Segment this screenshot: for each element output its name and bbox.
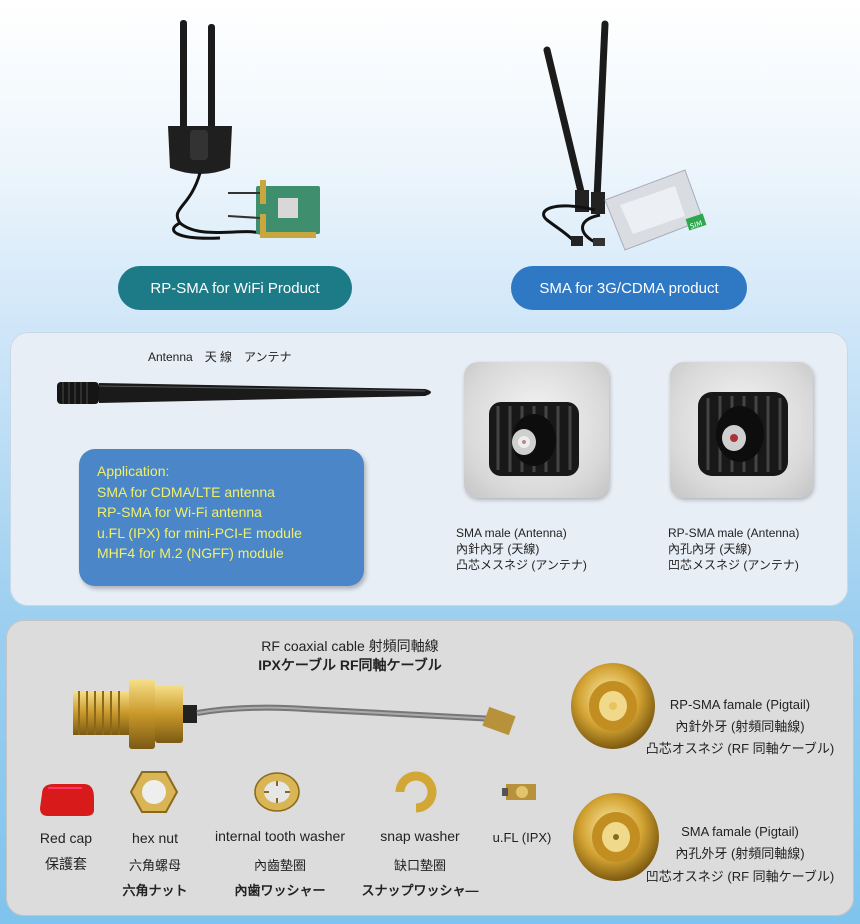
- sma-female-line1: SMA famale (Pigtail): [681, 824, 799, 839]
- cable-title-line1: RF coaxial cable 射頻同軸線: [261, 638, 439, 654]
- ufl-icon: [500, 776, 544, 806]
- antenna-title: Antenna 天 線 アンテナ: [148, 350, 292, 364]
- rpsma-female-line3: 凸芯オスネジ (RF 同軸ケーブル): [645, 741, 835, 756]
- rpsma-male-line2: 內孔內牙 (天線): [668, 542, 752, 556]
- snap-washer-ja: スナップワッシャ—: [361, 883, 479, 898]
- application-box: Application: SMA for CDMA/LTE antenna RP…: [79, 449, 364, 586]
- cdma-product-label: SMA for 3G/CDMA product: [511, 266, 747, 310]
- application-heading: Application:: [97, 463, 170, 479]
- rpsma-female-line2: 內針外牙 (射頻同軸線): [675, 719, 805, 734]
- sma-male-line3: 凸芯メスネジ (アンテナ): [456, 558, 587, 572]
- sma-female-photo: [570, 790, 662, 884]
- cdma-product-photo: SIM: [535, 20, 725, 252]
- red-cap-icon: [36, 780, 96, 818]
- hex-nut-zh: 六角螺母: [128, 858, 181, 873]
- hex-nut-ja: 六角ナット: [122, 883, 188, 898]
- rpsma-male-line1: RP-SMA male (Antenna): [668, 526, 800, 540]
- rf-cable-image: [65, 675, 535, 755]
- application-line: RP-SMA for Wi-Fi antenna: [97, 504, 262, 520]
- sma-male-line1: SMA male (Antenna): [456, 526, 567, 540]
- tooth-washer-ja: 內歯ワッシャー: [234, 883, 326, 898]
- sma-male-photo: [464, 362, 609, 498]
- sma-female-line3: 凹芯オスネジ (RF 同軸ケーブル): [645, 869, 835, 884]
- cable-panel: [6, 620, 854, 916]
- red-cap-zh: 保護套: [45, 856, 87, 872]
- tooth-washer-en: internal tooth washer: [215, 828, 345, 844]
- rpsma-male-line3: 凹芯メスネジ (アンテナ): [668, 558, 799, 572]
- rpsma-male-photo: [670, 362, 813, 498]
- application-line: u.FL (IPX) for mini-PCI-E module: [97, 524, 302, 541]
- sim-label: SIM: [689, 219, 703, 230]
- application-line: MHF4 for M.2 (NGFF) module: [97, 545, 284, 561]
- snap-washer-zh: 缺口墊圈: [393, 858, 446, 873]
- red-cap-en: Red cap: [39, 830, 93, 846]
- sma-male-line2: 內針內牙 (天線): [456, 542, 540, 556]
- antenna-image: [55, 374, 445, 410]
- wifi-product-label: RP-SMA for WiFi Product: [118, 266, 352, 310]
- ufl-en: u.FL (IPX): [492, 830, 552, 845]
- hex-nut-icon: [129, 770, 179, 814]
- rpsma-female-photo: [568, 660, 658, 752]
- snap-washer-icon: [392, 770, 440, 814]
- application-line: SMA for CDMA/LTE antenna: [97, 483, 275, 500]
- tooth-washer-icon: [252, 770, 302, 814]
- wifi-product-photo: [160, 18, 330, 248]
- hex-nut-en: hex nut: [132, 830, 178, 846]
- tooth-washer-zh: 內齒墊圈: [253, 858, 306, 873]
- sma-female-line2: 內孔外牙 (射頻同軸線): [675, 846, 805, 861]
- rpsma-female-line1: RP-SMA famale (Pigtail): [669, 697, 811, 712]
- snap-washer-en: snap washer: [380, 828, 460, 844]
- cable-title-line2: IPXケーブル RF同軸ケーブル: [258, 657, 442, 673]
